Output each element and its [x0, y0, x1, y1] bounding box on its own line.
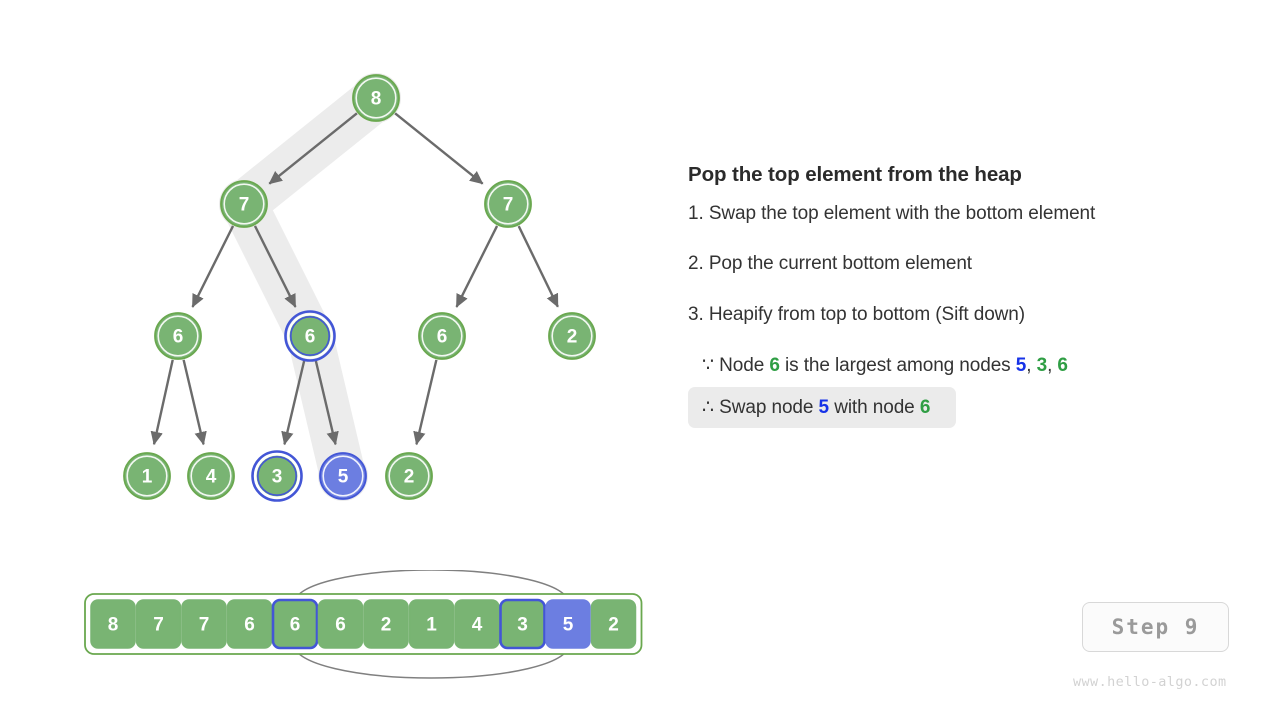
reason-sep: , [1026, 354, 1037, 376]
step-item-2: 2. Pop the current bottom element [688, 253, 972, 275]
tree-node-2: 2 [548, 312, 596, 360]
tree-node-label: 7 [239, 195, 250, 216]
array-cell: 5 [545, 599, 591, 649]
step-item-1: 1. Swap the top element with the bottom … [688, 202, 1096, 224]
tree-node-label: 6 [305, 327, 316, 348]
tree-node-label: 2 [567, 327, 578, 348]
tree-node-label: 8 [371, 89, 382, 110]
tree-node-label: 4 [206, 467, 217, 488]
array-cell: 7 [135, 599, 182, 649]
array-cell: 1 [408, 599, 455, 649]
tree-node-3: 3 [251, 450, 303, 502]
tree-node-2: 2 [385, 452, 433, 500]
tree-node-8: 8 [352, 74, 400, 122]
tree-node-label: 6 [173, 327, 184, 348]
tree-nodes: 8 7 7 6 6 6 2 1 4 3 5 2 [123, 74, 596, 502]
array-cell-value: 5 [563, 615, 574, 636]
array-cell-value: 6 [290, 615, 301, 636]
therefore-symbol: ∴ [702, 396, 714, 418]
conclusion-to-value: 6 [919, 396, 931, 418]
array-cell-value: 3 [517, 615, 528, 636]
array-cell: 6 [317, 599, 364, 649]
array-cell: 6 [271, 598, 319, 650]
array-cell-value: 2 [608, 615, 619, 636]
step-item-3: 3. Heapify from top to bottom (Sift down… [688, 304, 1025, 326]
reason-line: ∵ Node 6 is the largest among nodes 5, 3… [688, 354, 1248, 378]
tree-node-label: 6 [437, 327, 448, 348]
array-cell-value: 6 [244, 615, 255, 636]
array-cell-value: 7 [199, 615, 210, 636]
array-cell-value: 6 [335, 615, 346, 636]
highlight-path-band [219, 73, 401, 501]
tree-node-label: 3 [272, 467, 283, 488]
reason-prefix: Node [714, 354, 770, 376]
array-cell-value: 2 [381, 615, 392, 636]
array-cell: 7 [181, 599, 227, 649]
swap-arc [291, 570, 572, 679]
tree-node-4: 4 [187, 452, 235, 500]
because-symbol: ∵ [702, 354, 714, 376]
array-cell: 3 [499, 598, 546, 650]
array-cell-value: 7 [153, 615, 164, 636]
tree-edges [150, 112, 559, 446]
tree-node-6: 6 [418, 312, 466, 360]
reason-node-value: 6 [769, 354, 780, 376]
array-cell-value: 1 [426, 615, 437, 636]
binary-tree-diagram: 8 7 7 6 6 6 2 1 4 3 5 2 [123, 73, 596, 502]
tree-node-6: 6 [154, 312, 202, 360]
conclusion-from-value: 5 [818, 396, 830, 418]
array-cell: 6 [226, 599, 273, 649]
tree-node-label: 5 [338, 467, 349, 488]
reason-sep: , [1047, 354, 1058, 376]
watermark: www.hello-algo.com [1073, 674, 1227, 690]
tree-node-5: 5 [319, 452, 367, 500]
explanation-panel: Pop the top element from the heap 1. Swa… [688, 163, 1248, 429]
array-cell: 2 [590, 599, 637, 649]
conclusion-line: ∴ Swap node 5 with node 6 [688, 386, 957, 429]
conclusion-prefix: Swap node [714, 396, 819, 418]
array-cell-value: 8 [108, 615, 119, 636]
array-cell: 2 [363, 599, 409, 649]
conclusion-middle: with node [829, 396, 920, 418]
reason-middle: is the largest among nodes [779, 354, 1016, 376]
tree-node-1: 1 [123, 452, 171, 500]
array-cell-value: 4 [472, 615, 483, 636]
reason-candidate-1: 3 [1036, 354, 1048, 376]
tree-node-7: 7 [484, 180, 532, 228]
conclusion-wrapper: ∴ Swap node 5 with node 6 [688, 386, 957, 429]
tree-node-label: 1 [142, 467, 153, 488]
step-badge: Step 9 [1082, 602, 1229, 652]
array-representation: 8 7 7 6 6 6 2 1 4 3 5 2 [84, 570, 643, 679]
tree-node-label: 7 [503, 195, 514, 216]
array-cells: 8 7 7 6 6 6 2 1 4 3 5 2 [84, 593, 643, 655]
tree-node-label: 2 [404, 467, 415, 488]
array-cell: 4 [454, 599, 500, 649]
array-cell: 8 [90, 599, 136, 649]
page-title: Pop the top element from the heap [688, 163, 1022, 186]
reason-candidate-0: 5 [1015, 354, 1027, 376]
tree-node-6: 6 [284, 310, 336, 362]
tree-node-7: 7 [220, 180, 268, 228]
reason-candidate-2: 6 [1057, 354, 1068, 376]
